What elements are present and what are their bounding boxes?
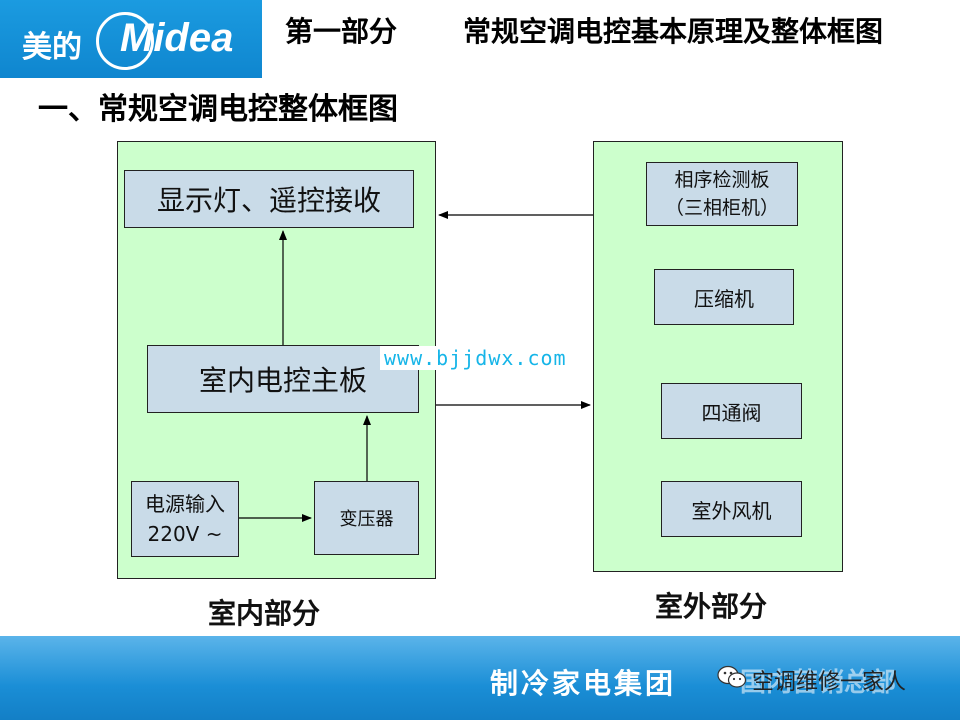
phase-detection-board-box: 相序检测板 （三相柜机） <box>646 162 798 226</box>
website-watermark: www.bjjdwx.com <box>380 346 571 370</box>
transformer-label: 变压器 <box>339 509 394 530</box>
midea-logo-icon <box>96 12 154 70</box>
outdoor-caption: 室外部分 <box>655 590 768 623</box>
indoor-main-board-box: 室内电控主板 <box>147 345 419 413</box>
footer-group-name: 制冷家电集团 <box>490 667 677 700</box>
midea-logo-band: 美的 Midea <box>0 0 262 78</box>
footer-department: 国内营销总部 <box>740 668 897 698</box>
section-subtitle: 常规空调电控基本原理及整体框图 <box>463 15 884 48</box>
footer-bar <box>0 636 960 720</box>
brand-name-cn: 美的 <box>22 30 82 65</box>
phase-detection-board-note: （三相柜机） <box>664 197 779 219</box>
four-way-valve-box: 四通阀 <box>661 383 802 439</box>
display-receiver-box: 显示灯、遥控接收 <box>124 170 414 228</box>
power-input-voltage: 220V ~ <box>147 522 223 546</box>
display-receiver-label: 显示灯、遥控接收 <box>156 184 381 217</box>
indoor-main-board-label: 室内电控主板 <box>198 364 367 397</box>
indoor-caption: 室内部分 <box>208 597 321 630</box>
phase-detection-board-label: 相序检测板 <box>674 169 770 191</box>
section-title: 第一部分 <box>285 15 398 48</box>
outdoor-fan-box: 室外风机 <box>661 481 802 537</box>
brand-name-en: Midea <box>120 16 234 60</box>
transformer-box: 变压器 <box>314 481 419 555</box>
power-input-box: 电源输入 220V ~ <box>131 481 239 557</box>
diagram-title: 一、常规空调电控整体框图 <box>38 92 398 127</box>
power-input-label: 电源输入 <box>145 492 225 516</box>
four-way-valve-label: 四通阀 <box>701 400 762 425</box>
wechat-account-label: 空调维修一家人 <box>752 670 907 695</box>
compressor-label: 压缩机 <box>694 286 754 311</box>
compressor-box: 压缩机 <box>654 269 794 325</box>
wechat-icon <box>717 665 747 688</box>
outdoor-fan-label: 室外风机 <box>691 498 772 523</box>
